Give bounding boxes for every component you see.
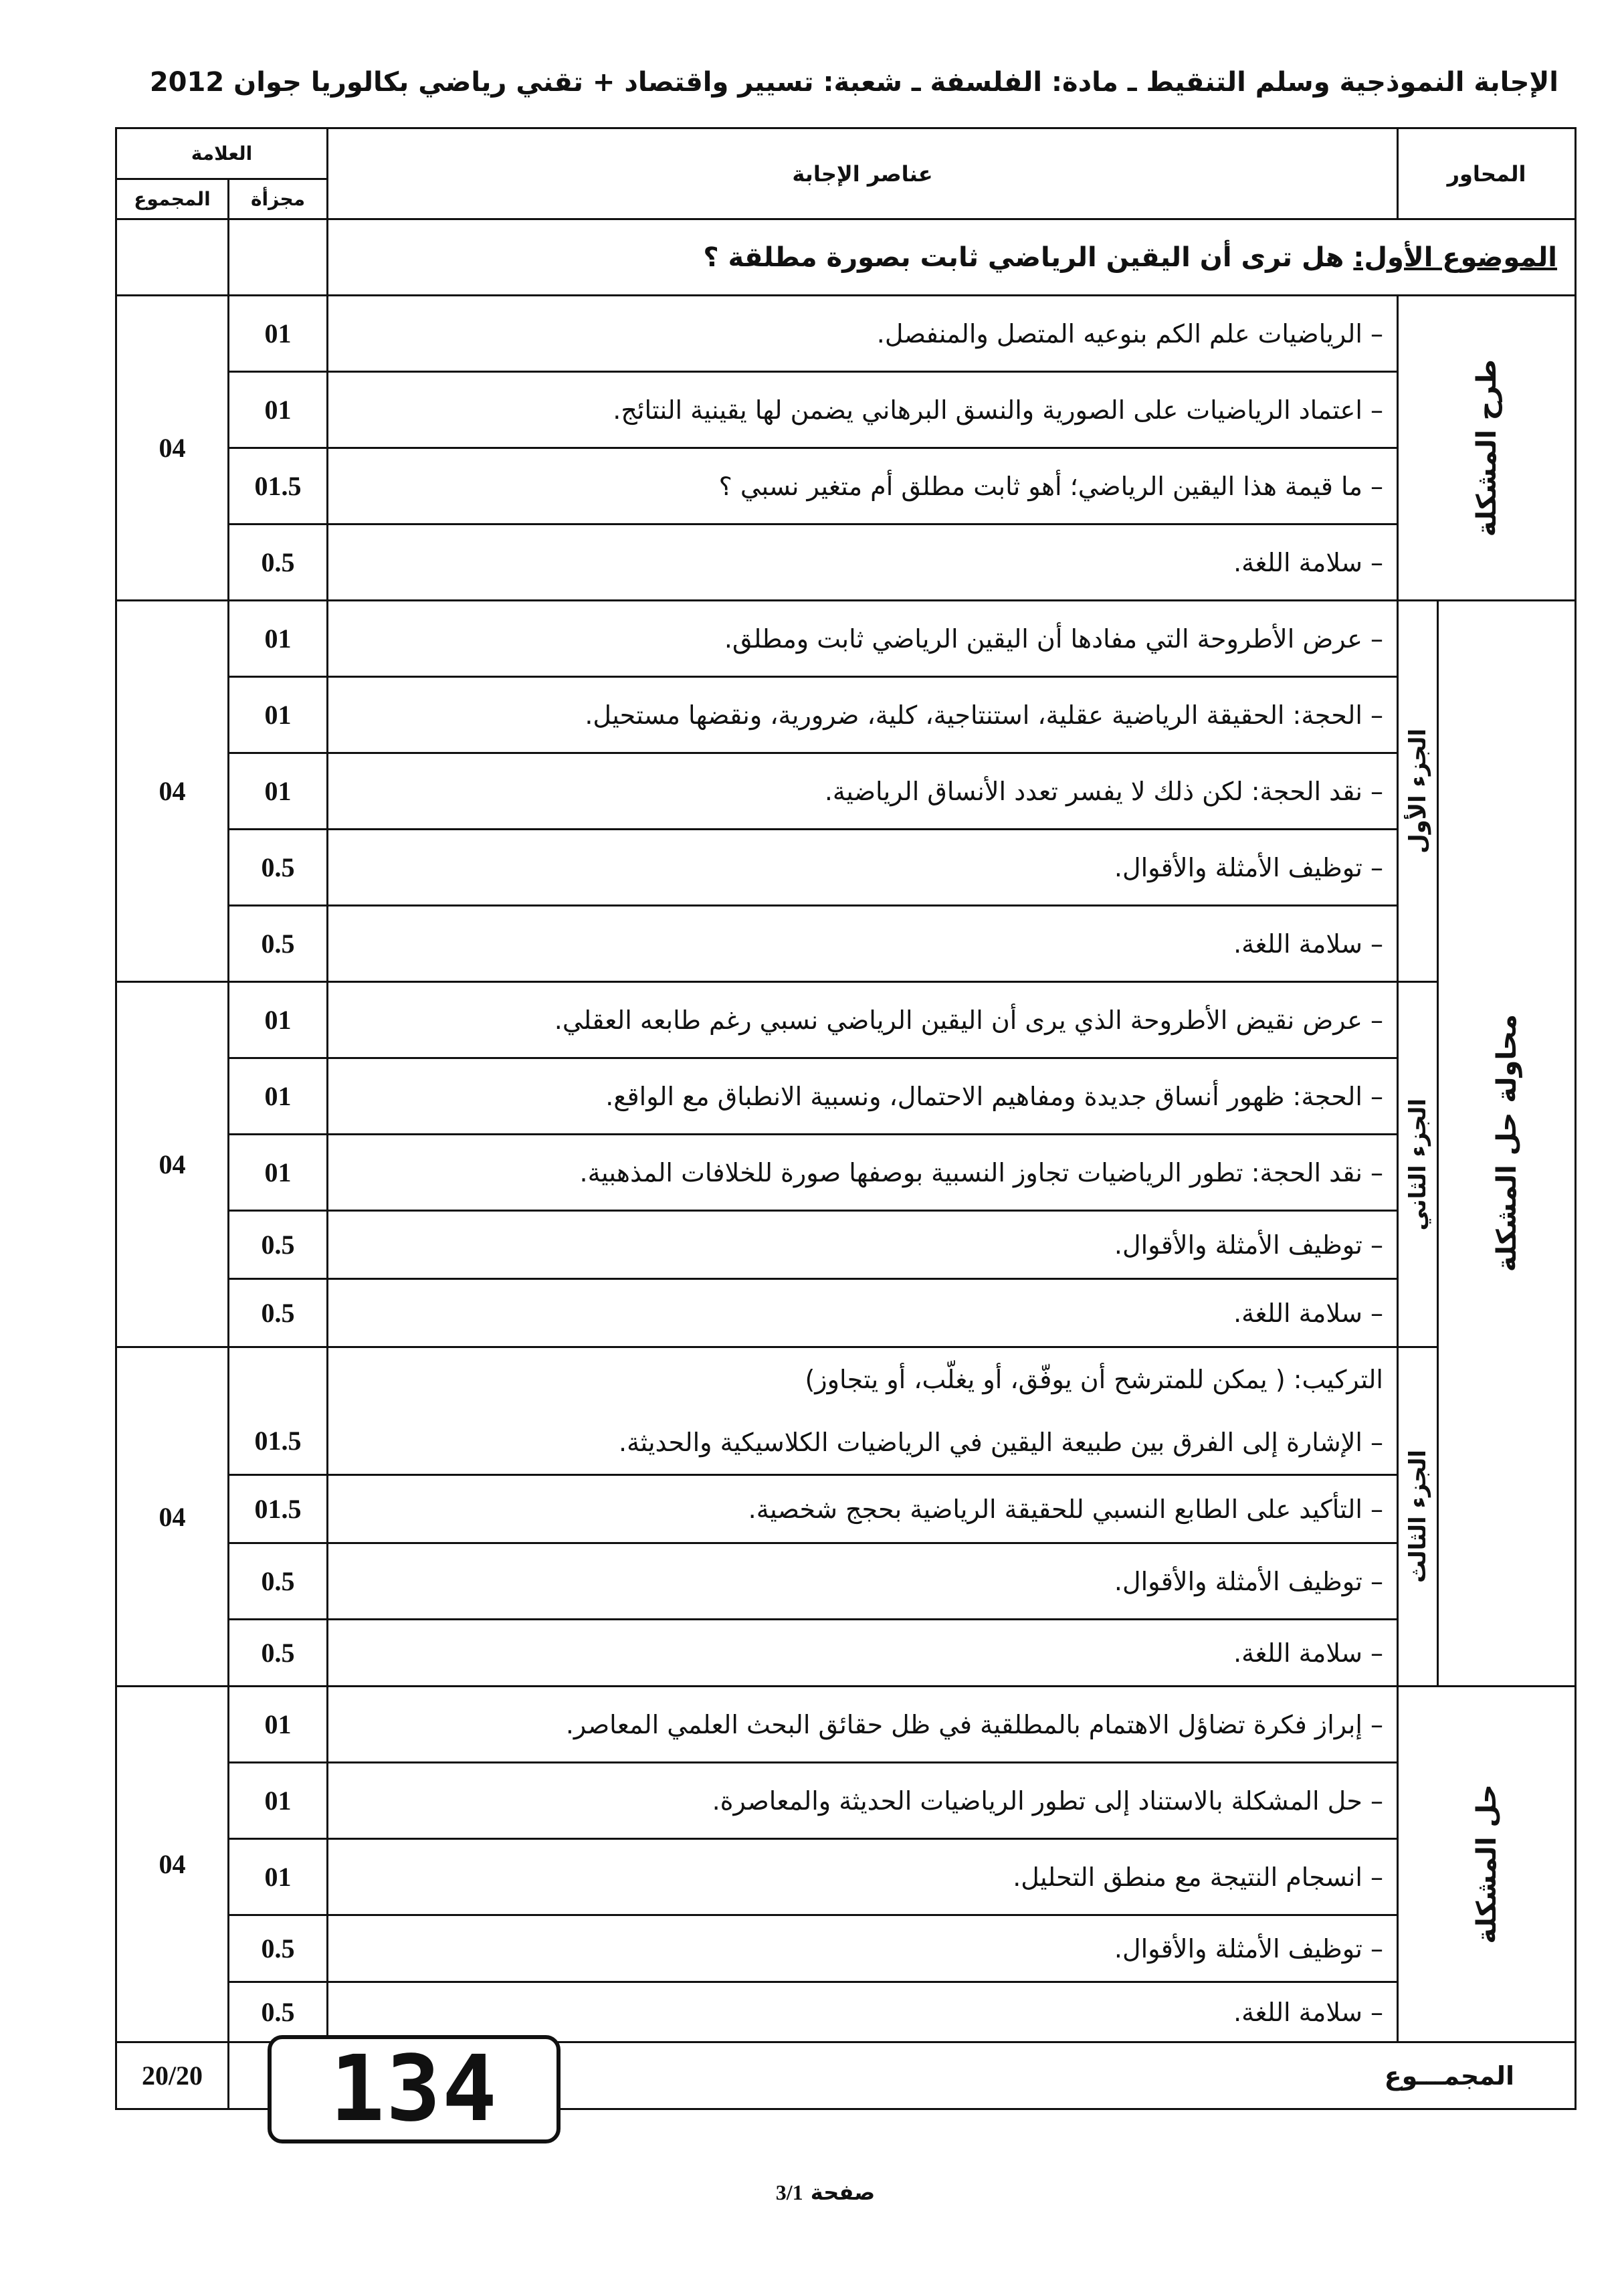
axis-problem-solution: حل المشكلة — [1396, 1685, 1577, 2043]
partial-mark: 0.5 — [227, 523, 328, 601]
partial-mark: 01 — [227, 676, 328, 754]
answer-element: – نقد الحجة: تطور الرياضيات تجاوز النسبي… — [326, 1133, 1399, 1212]
partial-mark: 0.5 — [227, 1914, 328, 1983]
partial-mark: 01 — [227, 1761, 328, 1840]
partial-mark: 0.5 — [227, 1210, 328, 1280]
answer-element: – سلامة اللغة. — [326, 1618, 1399, 1687]
answer-element: – التأكيد على الطابع النسبي للحقيقة الري… — [326, 1474, 1399, 1544]
partial-mark: 01 — [227, 1838, 328, 1916]
partial-mark: 0.5 — [227, 1618, 328, 1687]
answer-element: – سلامة اللغة. — [326, 1981, 1399, 2043]
answer-element: – ما قيمة هذا اليقين الرياضي؛ أهو ثابت م… — [326, 447, 1399, 525]
partial-mark: 0.5 — [227, 904, 328, 983]
header-mark: العلامة — [115, 127, 328, 180]
partial-mark: 01 — [227, 1057, 328, 1135]
exam-year: 2012 — [149, 67, 225, 98]
section-total: 04 — [115, 981, 229, 1348]
page-header: الإجابة النموذجية وسلم التنقيط ـ مادة: ا… — [114, 59, 1558, 106]
partial-mark: 0.5 — [227, 1542, 328, 1620]
page-number: 3/1 — [775, 2180, 803, 2204]
partial-mark: 0.5 — [227, 1278, 328, 1348]
answer-element: – سلامة اللغة. — [326, 904, 1399, 983]
page-footer: صفحة 3/1 — [725, 2180, 926, 2205]
answer-element: – عرض الأطروحة التي مفادها أن اليقين الر… — [326, 599, 1399, 678]
page-number-stamp: 134 — [268, 2035, 561, 2143]
topic-label: الموضوع الأول: — [1353, 242, 1558, 273]
header-answer-elements: عناصر الإجابة — [326, 127, 1399, 220]
header-total-mark: المجموع — [115, 178, 229, 220]
empty-cell — [227, 218, 328, 296]
partial-mark: 01 — [227, 1685, 328, 1763]
answer-element-line: – الإشارة إلى الفرق بين طبيعة اليقين في … — [619, 1428, 1383, 1457]
partial-mark: 0.5 — [227, 1981, 328, 2043]
answer-element: – الحجة: الحقيقة الرياضية عقلية، استنتاج… — [326, 676, 1399, 754]
part-two-label: الجزء الثاني — [1396, 981, 1439, 1348]
answer-element: – توظيف الأمثلة والأقوال. — [326, 1210, 1399, 1280]
axis-attempted-solution: محاولة حل المشكلة — [1437, 599, 1577, 1687]
partial-mark: 01 — [227, 599, 328, 678]
answer-element: – إبراز فكرة تضاؤل الاهتمام بالمطلقية في… — [326, 1685, 1399, 1763]
page-label: صفحة — [810, 2180, 876, 2205]
answer-element: – سلامة اللغة. — [326, 523, 1399, 601]
partial-mark: 01.5 — [227, 447, 328, 525]
partial-mark: 01 — [227, 371, 328, 449]
answer-element: – سلامة اللغة. — [326, 1278, 1399, 1348]
answer-element: – توظيف الأمثلة والأقوال. — [326, 1914, 1399, 1983]
topic-text: هل ترى أن اليقين الرياضي ثابت بصورة مطلق… — [703, 242, 1354, 273]
partial-mark: 0.5 — [227, 828, 328, 906]
partial-mark: 01 — [227, 981, 328, 1059]
partial-mark: 01 — [227, 294, 328, 373]
partial-mark: 01 — [227, 1133, 328, 1212]
section-total: 04 — [115, 599, 229, 983]
answer-element: – عرض نقيض الأطروحة الذي يرى أن اليقين ا… — [326, 981, 1399, 1059]
synthesis-intro: التركيب: ( يمكن للمترشح أن يوفّق، أو يغل… — [805, 1365, 1383, 1394]
answer-element: – الرياضيات علم الكم بنوعيه المتصل والمن… — [326, 294, 1399, 373]
partial-mark: 01.5 — [227, 1346, 328, 1476]
grand-total-value: 20/20 — [115, 2041, 229, 2110]
axis-problem-statement: طرح المشكلة — [1396, 294, 1577, 601]
answer-element: – توظيف الأمثلة والأقوال. — [326, 1542, 1399, 1620]
section-total: 04 — [115, 1346, 229, 1687]
topic-question: الموضوع الأول: هل ترى أن اليقين الرياضي … — [326, 218, 1577, 296]
empty-cell — [115, 218, 229, 296]
section-total: 04 — [115, 1685, 229, 2043]
answer-element: – حل المشكلة بالاستناد إلى تطور الرياضيا… — [326, 1761, 1399, 1840]
header-axes: المحاور — [1396, 127, 1577, 220]
answer-element: – اعتماد الرياضيات على الصورية والنسق ال… — [326, 371, 1399, 449]
header-partial-mark: مجزأة — [227, 178, 328, 220]
answer-key-table: المحاور عناصر الإجابة العلامة مجزأة المج… — [115, 127, 1577, 2110]
answer-element: – انسجام النتيجة مع منطق التحليل. — [326, 1838, 1399, 1916]
answer-element: التركيب: ( يمكن للمترشح أن يوفّق، أو يغل… — [326, 1346, 1399, 1476]
partial-mark: 01.5 — [227, 1474, 328, 1544]
part-one-label: الجزء الأول — [1396, 599, 1439, 983]
answer-element: – نقد الحجة: لكن ذلك لا يفسر تعدد الأنسا… — [326, 752, 1399, 830]
document-title: الإجابة النموذجية وسلم التنقيط ـ مادة: ا… — [233, 67, 1558, 98]
section-total: 04 — [115, 294, 229, 601]
part-three-label: الجزء الثالث — [1396, 1346, 1439, 1687]
answer-element: – الحجة: ظهور أنساق جديدة ومفاهيم الاحتم… — [326, 1057, 1399, 1135]
answer-element: – توظيف الأمثلة والأقوال. — [326, 828, 1399, 906]
partial-mark: 01 — [227, 752, 328, 830]
